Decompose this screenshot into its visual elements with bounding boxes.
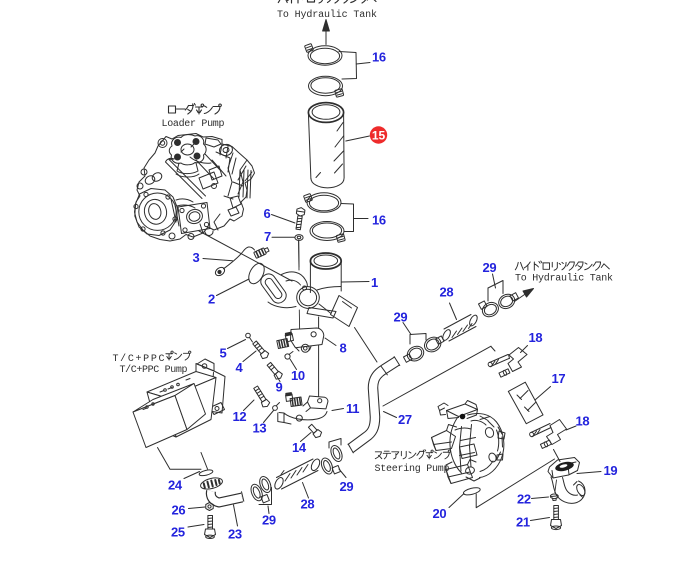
svg-text:8: 8 bbox=[340, 341, 347, 356]
svg-text:To Hydraulic Tank: To Hydraulic Tank bbox=[277, 9, 377, 21]
svg-text:19: 19 bbox=[604, 463, 618, 478]
svg-text:16: 16 bbox=[372, 213, 386, 228]
svg-text:4: 4 bbox=[236, 360, 244, 375]
svg-text:18: 18 bbox=[529, 330, 543, 345]
svg-text:13: 13 bbox=[253, 421, 267, 436]
svg-text:5: 5 bbox=[220, 346, 227, 361]
svg-text:26: 26 bbox=[172, 503, 186, 518]
svg-text:14: 14 bbox=[292, 440, 307, 455]
svg-text:T/C+PPC Pump: T/C+PPC Pump bbox=[120, 364, 188, 376]
svg-text:To Hydraulic Tank: To Hydraulic Tank bbox=[515, 273, 613, 285]
svg-text:29: 29 bbox=[394, 310, 408, 325]
svg-text:Steering Pump: Steering Pump bbox=[375, 463, 450, 475]
svg-text:27: 27 bbox=[398, 412, 412, 427]
svg-text:18: 18 bbox=[576, 414, 590, 429]
svg-text:1: 1 bbox=[371, 275, 378, 290]
svg-text:23: 23 bbox=[228, 527, 242, 542]
svg-text:16: 16 bbox=[372, 50, 386, 65]
svg-text:3: 3 bbox=[193, 250, 200, 265]
svg-text:T/C+PPC: T/C+PPC bbox=[113, 353, 165, 365]
svg-text:10: 10 bbox=[291, 368, 305, 383]
svg-text:29: 29 bbox=[262, 513, 276, 528]
svg-text:17: 17 bbox=[552, 371, 566, 386]
svg-text:29: 29 bbox=[340, 479, 354, 494]
svg-text:11: 11 bbox=[346, 401, 359, 416]
svg-text:21: 21 bbox=[516, 515, 530, 530]
svg-text:Loader Pump: Loader Pump bbox=[162, 118, 225, 130]
svg-text:25: 25 bbox=[171, 525, 185, 540]
svg-text:2: 2 bbox=[208, 292, 215, 307]
svg-text:24: 24 bbox=[168, 478, 183, 493]
svg-text:9: 9 bbox=[276, 380, 283, 395]
svg-text:12: 12 bbox=[233, 409, 247, 424]
svg-text:22: 22 bbox=[517, 492, 531, 507]
svg-text:28: 28 bbox=[301, 497, 315, 512]
svg-text:6: 6 bbox=[264, 206, 271, 221]
svg-text:29: 29 bbox=[483, 260, 497, 275]
svg-text:28: 28 bbox=[440, 285, 454, 300]
svg-text:15: 15 bbox=[372, 129, 386, 143]
svg-text:7: 7 bbox=[264, 229, 271, 244]
svg-text:20: 20 bbox=[433, 506, 447, 521]
